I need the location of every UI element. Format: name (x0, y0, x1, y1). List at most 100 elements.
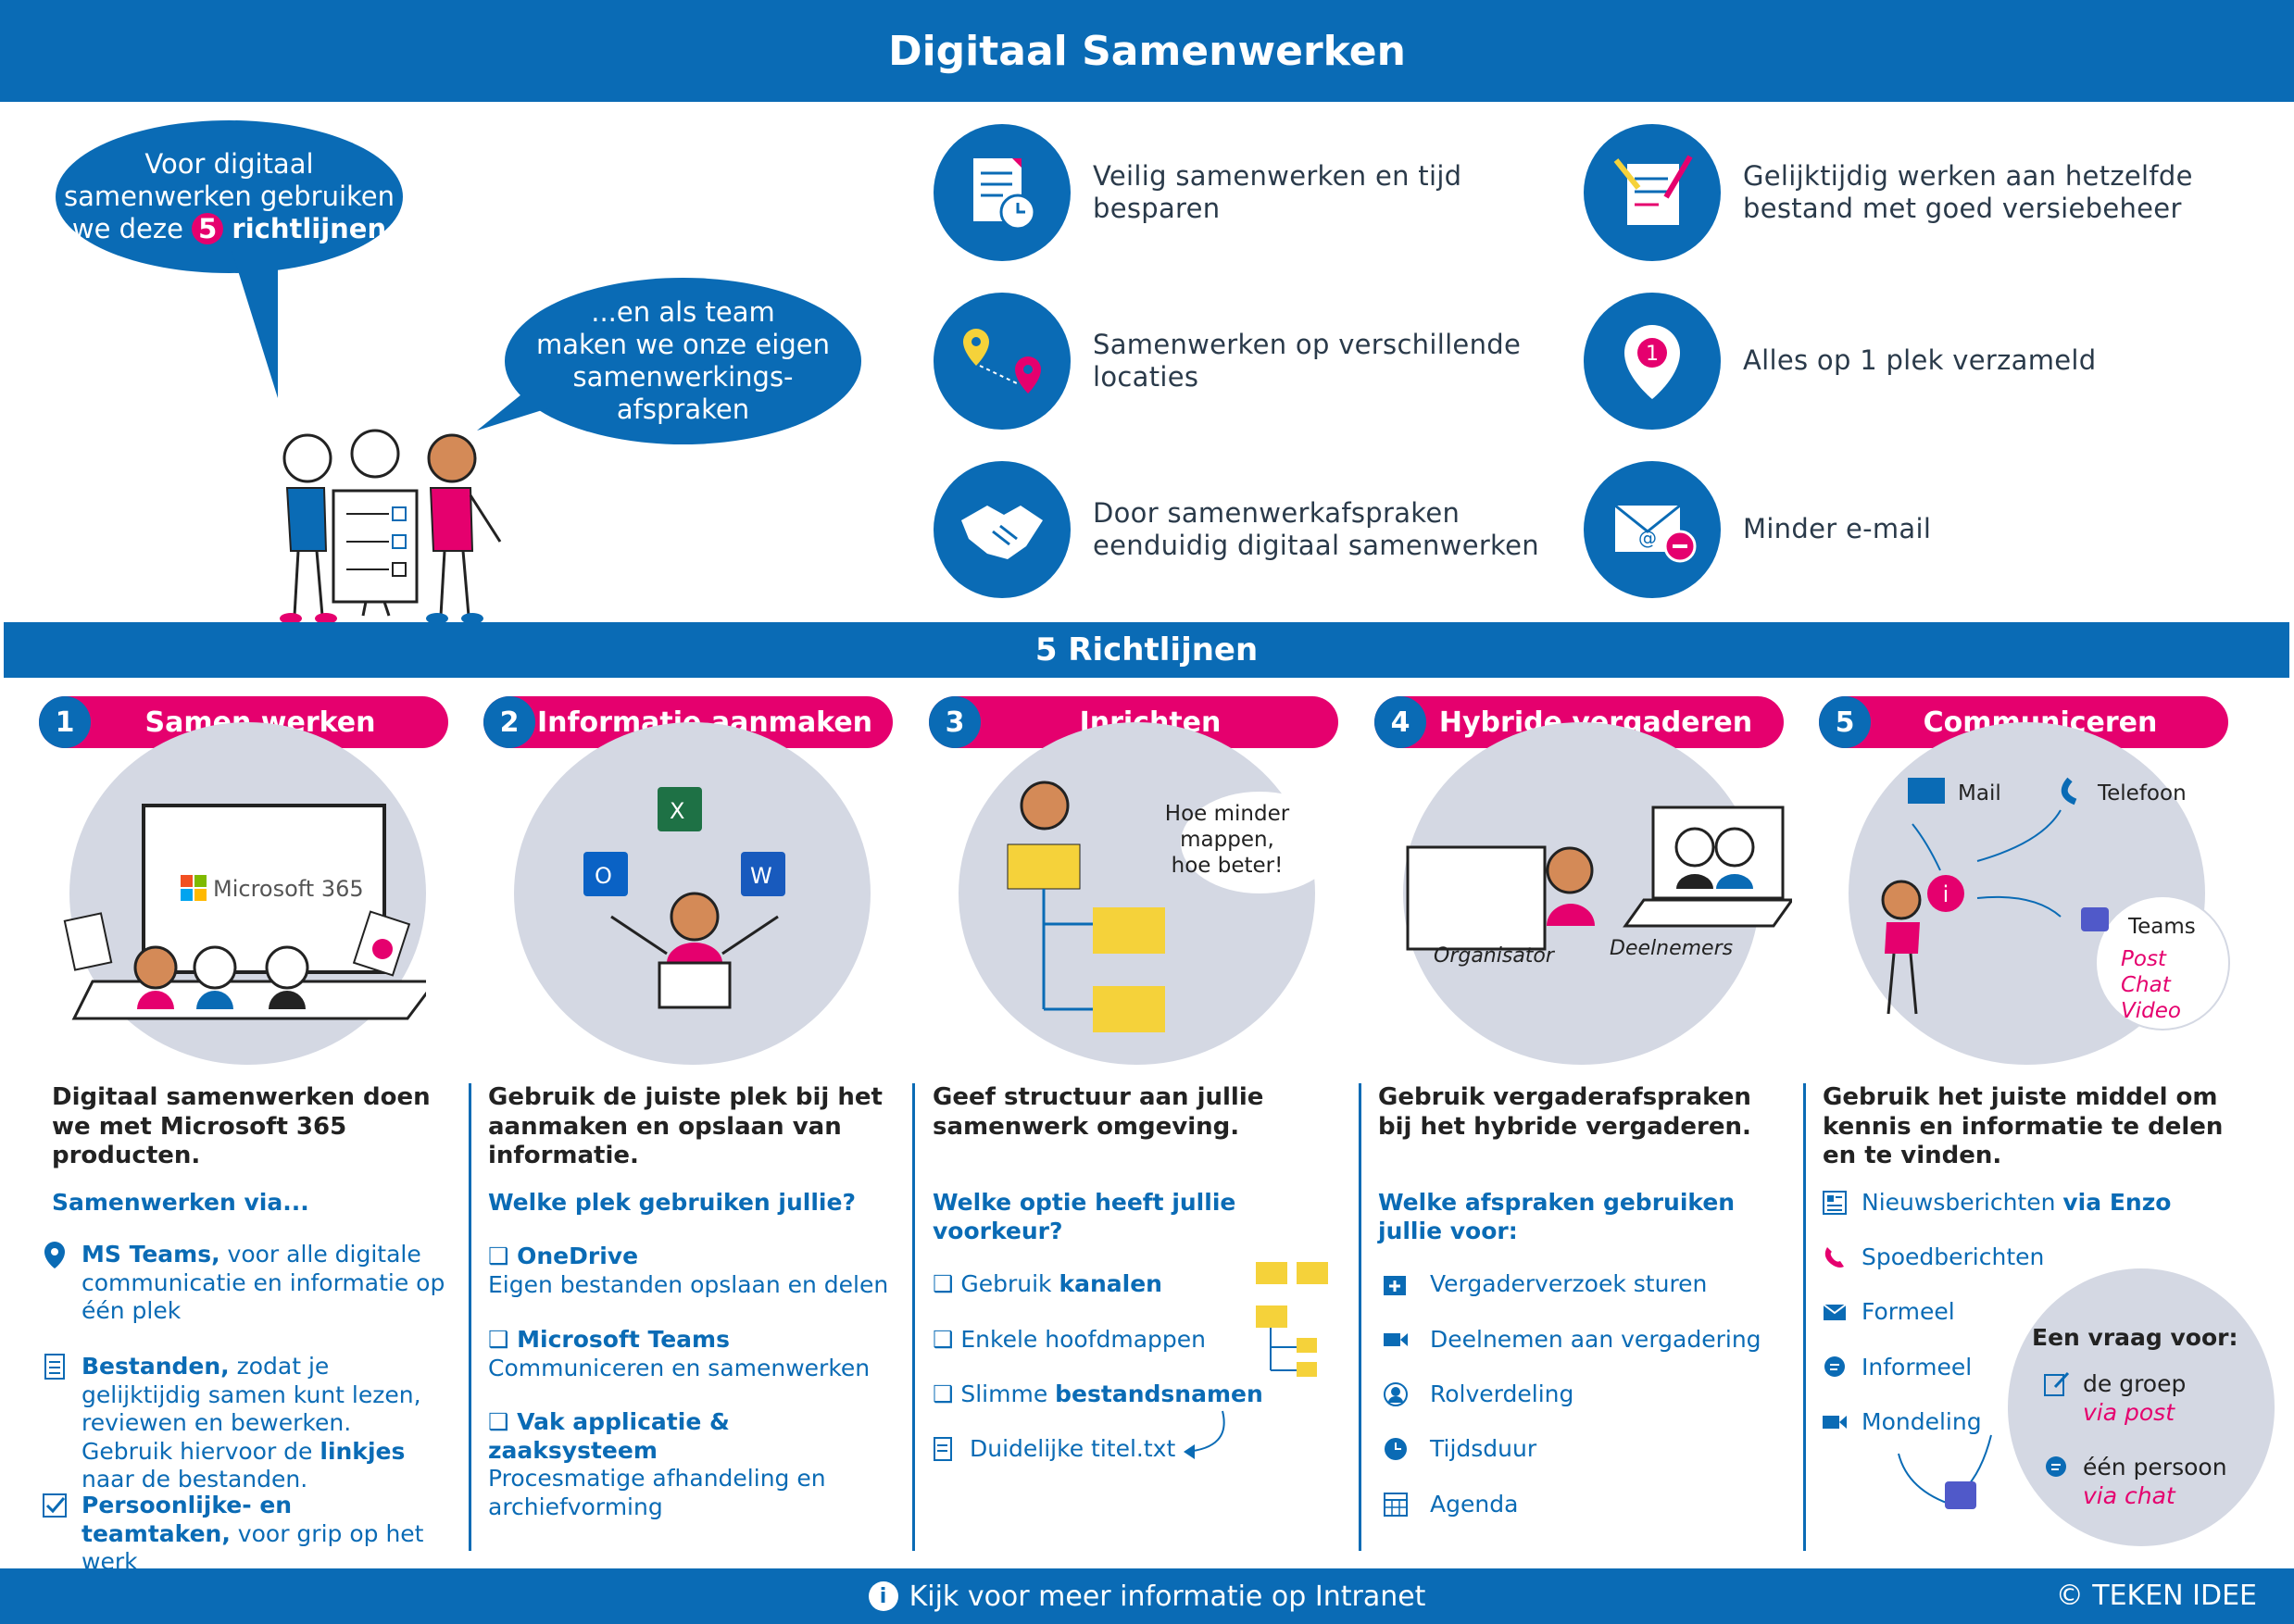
channel-informeel: Informeel (1821, 1354, 1972, 1382)
mail-minus-icon: @ (1584, 461, 1721, 598)
envelope-icon (1821, 1298, 1849, 1326)
file-name-example: Duidelijke titel.txt (929, 1435, 1175, 1464)
agreement-deelnemen: Deelnemen aan vergadering (1382, 1326, 1761, 1355)
guidelines-title: 5 Richtlijnen (4, 622, 2289, 678)
guideline-3-subhead: Welke optie heeft jullie voorkeur? (933, 1189, 1236, 1244)
curved-arrow-icon (1184, 1410, 1225, 1459)
question-title: Een vraag voor: (2032, 1324, 2238, 1351)
channel-spoedberichten: Spoedberichten (1821, 1243, 2044, 1272)
calendar-add-icon (1382, 1270, 1410, 1298)
guideline-1-intro: Digitaal samenwerken doen we met Microso… (52, 1083, 431, 1170)
newspaper-icon (1821, 1189, 1849, 1217)
clock-icon (1382, 1435, 1410, 1463)
footer-info-link[interactable]: Kijk voor meer informatie op Intranet (909, 1580, 1426, 1613)
label-deelnemers: Deelnemers (1610, 937, 1734, 960)
teams-icon (1898, 1434, 1992, 1509)
text-file-icon (929, 1435, 957, 1463)
option-vak-applicatie[interactable]: ❑ Vak applicatie & zaaksysteem Procesmat… (488, 1408, 826, 1520)
guideline-4-subhead: Welke afspraken gebruiken jullie voor: (1378, 1189, 1736, 1244)
document-pen-icon (1584, 124, 1721, 261)
question-panel (2008, 1268, 2275, 1546)
communication-illustration: i (1881, 777, 2230, 1031)
guideline-4-intro: Gebruik vergaderafspraken bij het hybrid… (1378, 1083, 1751, 1141)
guideline-5-intro: Gebruik het juiste middel om kennis en i… (1823, 1083, 2224, 1170)
video-camera-icon (1382, 1326, 1410, 1354)
svg-text:X: X (670, 798, 684, 824)
option-microsoft-teams[interactable]: ❑ Microsoft Teams Communiceren en samenw… (488, 1326, 871, 1381)
speech-bubble-folders: Hoe minder mappen, hoe beter! (1164, 802, 1290, 879)
label-chat: Chat (2121, 973, 2171, 997)
svg-text:@: @ (1638, 527, 1657, 549)
speech-bubble-tail (232, 250, 278, 398)
single-pin-icon: 1 (1584, 293, 1721, 430)
chat-bubble-icon (2042, 1454, 2070, 1481)
location-pins-icon (934, 293, 1071, 430)
speech-bubble-team-tail (477, 370, 551, 431)
checkbox-icon (41, 1492, 69, 1519)
label-post: Post (2121, 947, 2166, 971)
column-divider (1803, 1083, 1806, 1551)
option-bestandsnamen[interactable]: ❑ Slimme bestandsnamen (933, 1380, 1263, 1407)
person-circle-icon (1382, 1380, 1410, 1408)
column-divider (469, 1083, 471, 1551)
label-video: Video (2121, 999, 2181, 1023)
column-divider (1359, 1083, 1361, 1551)
office-apps-illustration: X O W (583, 787, 785, 1009)
phone-icon (1821, 1243, 1849, 1271)
option-hoofdmappen[interactable]: ❑ Enkele hoofdmappen (933, 1326, 1206, 1353)
svg-text:W: W (750, 863, 772, 889)
video-camera-icon (1821, 1408, 1849, 1436)
page-title: Digitaal Samenwerken (0, 0, 2294, 102)
folder-icons (1256, 1262, 1328, 1377)
copyright: © TEKEN IDEE (2055, 1580, 2257, 1612)
svg-text:Microsoft 365: Microsoft 365 (213, 876, 364, 902)
agreement-rolverdeling: Rolverdeling (1382, 1380, 1573, 1409)
channel-formeel: Formeel (1821, 1298, 1955, 1327)
label-telefoon: Telefoon (2098, 781, 2187, 806)
handshake-icon (934, 461, 1071, 598)
hybrid-meeting-illustration (1406, 806, 1792, 951)
list-item-ms-teams: MS Teams, voor alle digitale communicati… (41, 1241, 448, 1326)
document-icon (41, 1353, 69, 1380)
team-figures-illustration (280, 429, 502, 624)
info-icon: i (868, 1581, 898, 1611)
agreement-vergaderverzoek: Vergaderverzoek sturen (1382, 1270, 1707, 1299)
column-divider (912, 1083, 915, 1551)
label-mail: Mail (1958, 781, 2001, 806)
footer: i Kijk voor meer informatie op Intranet … (0, 1568, 2294, 1624)
chat-bubble-icon (1821, 1354, 1849, 1381)
edit-icon (2042, 1370, 2070, 1398)
svg-text:1: 1 (1646, 343, 1659, 366)
channel-nieuwsberichten: Nieuwsberichten via Enzo (1821, 1189, 2171, 1218)
speech-bubble-team: ...en als team maken we onze eigen samen… (505, 278, 861, 444)
channel-mondeling: Mondeling (1821, 1408, 1982, 1437)
agreement-agenda: Agenda (1382, 1491, 1518, 1519)
calendar-grid-icon (1382, 1491, 1410, 1518)
location-pin-icon (41, 1241, 69, 1268)
option-kanalen[interactable]: ❑ Gebruik kanalen (933, 1270, 1162, 1297)
guideline-2-subhead: Welke plek gebruiken jullie? (488, 1189, 856, 1216)
microsoft365-screen-illustration: Microsoft 365 (63, 804, 426, 1020)
speech-bubble-main: Voor digitaal samenwerken gebruiken we d… (56, 120, 403, 273)
label-organisator: Organisator (1434, 944, 1554, 968)
list-item-bestanden: Bestanden, zodat je gelijktijdig samen k… (41, 1353, 448, 1494)
list-item-taken: Persoonlijke- en teamtaken, voor grip op… (41, 1492, 448, 1577)
guideline-2-intro: Gebruik de juiste plek bij het aanmaken … (488, 1083, 883, 1170)
agreement-tijdsduur: Tijdsduur (1382, 1435, 1536, 1464)
svg-text:O: O (595, 863, 612, 889)
benefit-less-email: @ Minder e-mail (1584, 461, 1931, 598)
document-clock-icon (934, 124, 1071, 261)
option-onedrive[interactable]: ❑ OneDrive Eigen bestanden opslaan en de… (488, 1243, 889, 1298)
guideline-3-intro: Geef structuur aan jullie samenwerk omge… (933, 1083, 1264, 1141)
folder-tree-illustration (1007, 781, 1338, 1032)
benefit-one-place: 1 Alles op 1 plek verzameld (1584, 293, 2096, 430)
label-teams: Teams (2128, 915, 2196, 939)
guideline-1-subhead: Samenwerken via... (52, 1189, 309, 1216)
svg-text:i: i (1943, 881, 1949, 907)
